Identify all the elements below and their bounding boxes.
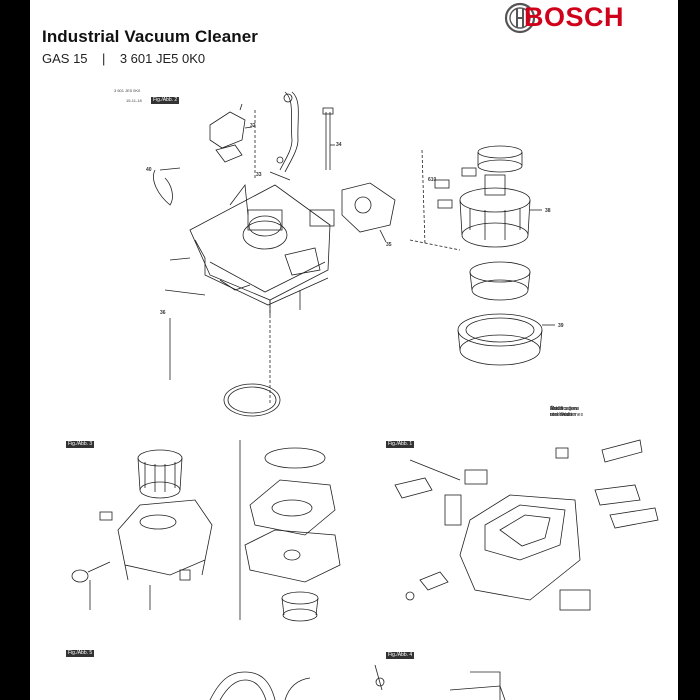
exploded-view-drawing — [71, 91, 659, 700]
motor-assembly-drawing — [434, 145, 542, 248]
page-title: Industrial Vacuum Cleaner — [42, 27, 259, 46]
housing-top-drawing — [164, 183, 331, 315]
parts-diagram-page: Industrial Vacuum Cleaner GAS 15 | 3 601… — [30, 0, 678, 700]
fig3-badge: Fig./Abb. 3 — [66, 441, 95, 448]
part-label-39: 39 — [558, 323, 564, 329]
note-line: Modifications réservées — [550, 406, 580, 418]
part-32-drawing — [209, 103, 253, 163]
fig5-drawing — [209, 671, 311, 700]
fig4-drawing — [374, 664, 506, 700]
fig3-drawing — [71, 449, 213, 610]
note-line: Salvo modificaciones — [550, 406, 584, 418]
fig4-badge: Fig./Abb. 4 — [386, 652, 415, 659]
main-figure-badge: Fig./Abb. 2 — [151, 97, 180, 104]
model-name: GAS 15 — [42, 51, 88, 66]
fig1-badge: Fig./Abb. 1 — [386, 441, 415, 448]
page-subtitle: GAS 15 | 3 601 JE5 0K0 — [42, 51, 205, 66]
note-line: Modifications reserved — [550, 406, 580, 418]
part-40-drawing — [153, 167, 181, 206]
part-label-40: 40 — [146, 167, 152, 173]
part-label-33: 33 — [256, 172, 262, 178]
hose-connector-drawing — [269, 91, 299, 181]
main-figure-ref: 3 601 JE5 0K0 — [114, 88, 141, 93]
filter-ring-drawing — [457, 261, 555, 366]
part-label-32: 32 — [250, 123, 256, 129]
part-34-drawing — [322, 107, 335, 170]
part-label-36: 36 — [160, 310, 166, 316]
model-part-number: 3 601 JE5 0K0 — [119, 51, 206, 66]
brand-name: BOSCH — [524, 2, 625, 32]
part-35-drawing — [309, 182, 396, 243]
main-figure-date: 15-11-18 — [126, 98, 142, 103]
part-label-38: 38 — [545, 208, 551, 214]
part-label-35: 35 — [386, 242, 392, 248]
fig5-badge: Fig./Abb. 5 — [66, 650, 95, 657]
gasket-ring-drawing — [169, 318, 281, 417]
part-label-34: 34 — [336, 142, 342, 148]
bosch-logo-icon — [504, 2, 536, 34]
subtitle-separator: | — [101, 51, 106, 66]
fig1-drawing — [394, 439, 659, 611]
fig-middle-drawing — [239, 440, 341, 622]
note-line: Änderungen vorbehalten — [550, 406, 578, 418]
part-label-610: 610 — [428, 177, 437, 183]
